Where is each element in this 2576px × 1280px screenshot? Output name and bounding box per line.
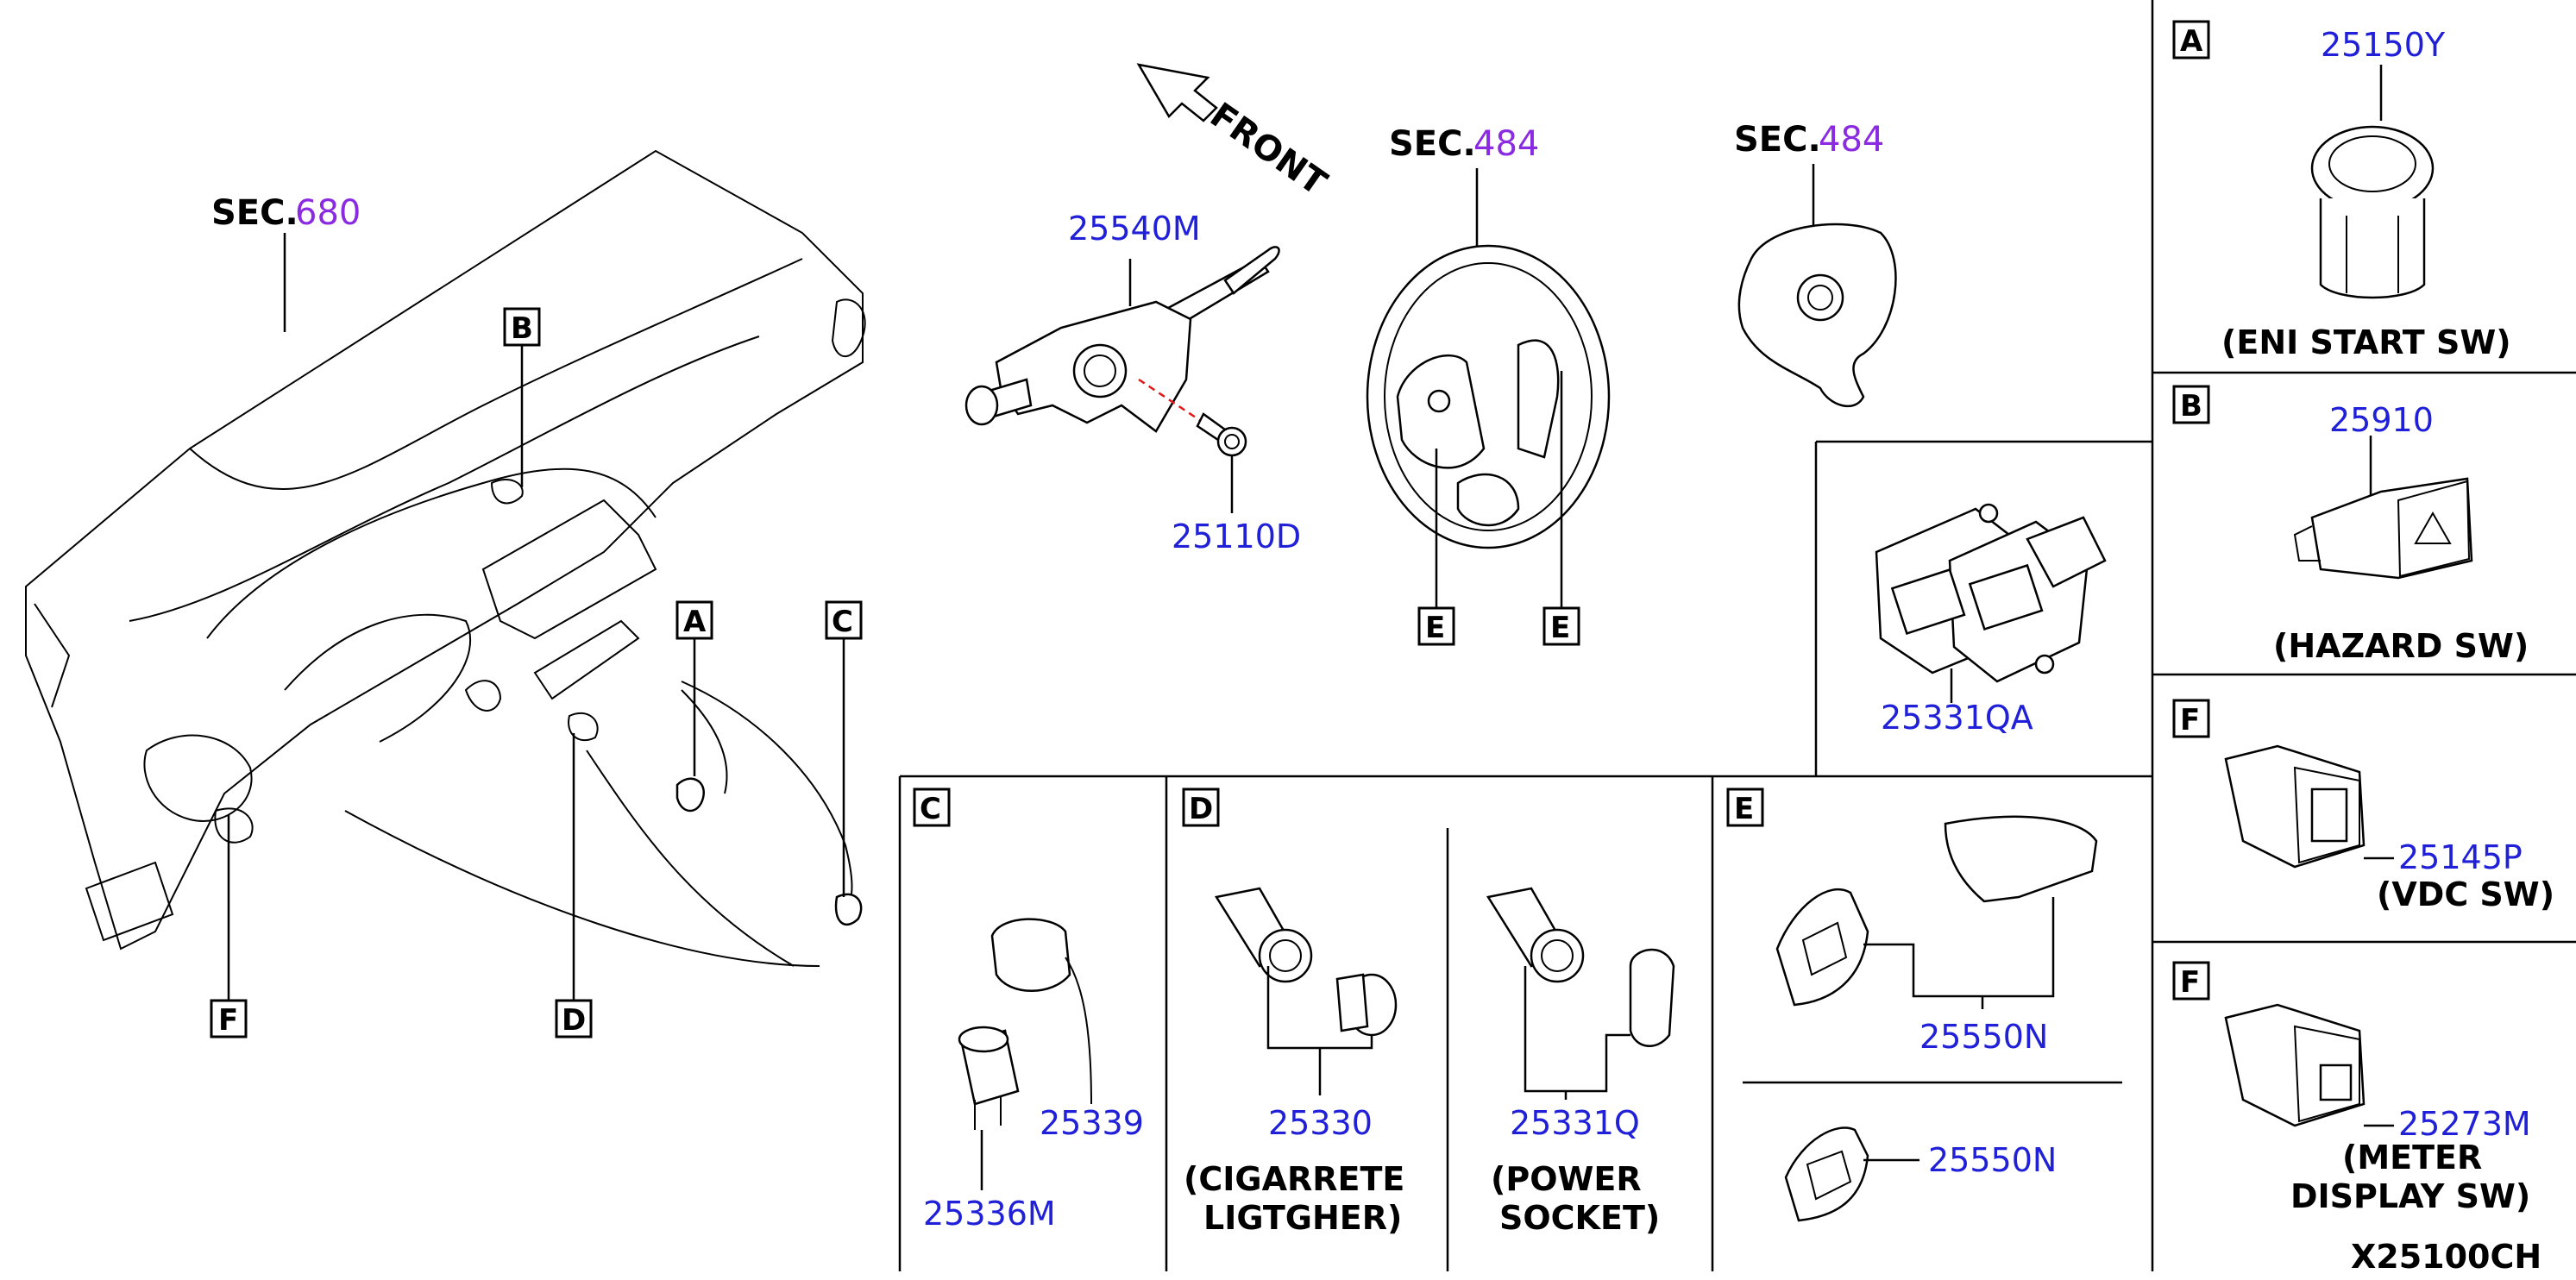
caption-cig-2: LIGTGHER) bbox=[1203, 1199, 1402, 1237]
part-25331Q: 25331Q bbox=[1510, 1104, 1640, 1142]
panel-C: C bbox=[913, 787, 1092, 1190]
caption-pow-2: SOCKET) bbox=[1499, 1199, 1660, 1237]
steering-wheel: SEC. 484 bbox=[1366, 124, 1611, 608]
caption-vdc: (VDC SW) bbox=[2377, 875, 2554, 913]
part-25145P: 25145P bbox=[2398, 838, 2523, 876]
sec-680-label: SEC. 680 bbox=[211, 193, 361, 233]
letter-box-D-overview: D bbox=[555, 999, 593, 1038]
caption-pow-1: (POWER bbox=[1491, 1160, 1642, 1198]
caption-eni-start: (ENI START SW) bbox=[2221, 323, 2511, 361]
part-25110D: 25110D bbox=[1172, 518, 1301, 555]
svg-text:A: A bbox=[2180, 24, 2203, 59]
panel-D: D bbox=[1182, 787, 1675, 1100]
letter-box-A-overview: A bbox=[675, 600, 713, 640]
part-25540M: 25540M bbox=[1068, 210, 1201, 248]
letter-box-F-overview: F bbox=[210, 999, 248, 1038]
svg-text:E: E bbox=[1550, 611, 1570, 645]
part-25336M: 25336M bbox=[923, 1195, 1056, 1233]
svg-text:D: D bbox=[562, 1003, 586, 1038]
combination-switch bbox=[964, 246, 1280, 513]
svg-text:E: E bbox=[1734, 792, 1754, 826]
panel-borders bbox=[898, 0, 2576, 1271]
sec-number: 484 bbox=[1473, 124, 1539, 164]
panel-E: E bbox=[1726, 787, 2098, 1222]
letter-box-C-overview: C bbox=[825, 600, 863, 640]
svg-text:A: A bbox=[683, 605, 707, 639]
svg-text:B: B bbox=[2180, 389, 2202, 424]
part-25330: 25330 bbox=[1268, 1104, 1373, 1142]
svg-text:F: F bbox=[2180, 703, 2200, 737]
panel-B: B bbox=[2172, 385, 2473, 580]
letter-box-E-wheel-right: E bbox=[1542, 606, 1580, 646]
front-label: FRONT bbox=[1203, 96, 1334, 204]
part-25273M: 25273M bbox=[2398, 1105, 2531, 1143]
letter-box-B-overview: B bbox=[503, 307, 541, 347]
svg-text:E: E bbox=[1425, 611, 1445, 645]
overview-callouts bbox=[227, 233, 845, 1001]
svg-text:F: F bbox=[2180, 965, 2200, 1000]
dashboard-overview bbox=[25, 149, 866, 967]
svg-text:C: C bbox=[920, 792, 941, 826]
part-25550N-upper: 25550N bbox=[1919, 1018, 2048, 1056]
part-25331QA: 25331QA bbox=[1881, 699, 2033, 737]
front-arrow: FRONT bbox=[1136, 63, 1334, 204]
sec-number: 484 bbox=[1819, 120, 1884, 160]
sec-prefix: SEC. bbox=[1389, 124, 1476, 164]
part-25910: 25910 bbox=[2329, 401, 2434, 439]
airbag-module: SEC. 484 bbox=[1734, 120, 1897, 407]
sec-prefix: SEC. bbox=[1734, 120, 1821, 160]
panel-25331QA bbox=[1875, 503, 2107, 703]
caption-meter-2: DISPLAY SW) bbox=[2290, 1177, 2530, 1215]
caption-hazard: (HAZARD SW) bbox=[2273, 627, 2529, 665]
part-25339: 25339 bbox=[1040, 1104, 1144, 1142]
caption-cig-1: (CIGARRETE bbox=[1184, 1160, 1404, 1198]
part-25550N-lower: 25550N bbox=[1928, 1141, 2057, 1179]
svg-text:F: F bbox=[218, 1003, 238, 1038]
svg-text:C: C bbox=[832, 605, 853, 639]
part-25150Y: 25150Y bbox=[2321, 26, 2446, 64]
sec-prefix: SEC. bbox=[211, 193, 298, 233]
letter-box-E-wheel-left: E bbox=[1417, 606, 1455, 646]
diagram-id: X25100CH bbox=[2351, 1238, 2541, 1276]
panel-A: A bbox=[2172, 20, 2435, 299]
sec-number: 680 bbox=[295, 193, 361, 233]
caption-meter-1: (METER bbox=[2342, 1139, 2482, 1176]
panel-F-vdc: F bbox=[2172, 699, 2394, 869]
svg-text:D: D bbox=[1189, 792, 1213, 826]
panel-F-meter: F bbox=[2172, 961, 2394, 1127]
svg-text:B: B bbox=[511, 311, 533, 346]
